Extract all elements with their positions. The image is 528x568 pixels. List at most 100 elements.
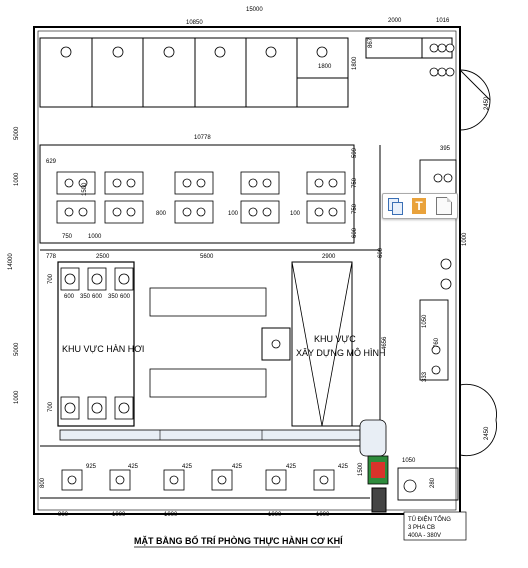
dimension-label: 600 <box>378 247 384 258</box>
machine-table <box>240 200 280 224</box>
machine-fixture <box>64 207 74 217</box>
welding-fixture <box>91 402 103 414</box>
paste-icon[interactable] <box>388 198 403 215</box>
dimension-label: 4656 <box>382 336 388 350</box>
dimension-label: 925 <box>86 464 97 470</box>
dimension-label: 2000 <box>388 18 402 24</box>
machine-fixture <box>328 207 338 217</box>
dimension-label: 5000 <box>14 342 20 356</box>
machine-table <box>240 171 280 195</box>
machine-table <box>174 171 214 195</box>
bench-fixture <box>265 46 277 58</box>
sink-fixture <box>440 278 452 290</box>
top-right-cabinet <box>365 37 423 59</box>
sink-fixture <box>440 258 452 270</box>
bench-fixture <box>214 46 226 58</box>
machine-fixture <box>443 173 453 183</box>
grinder-fixture <box>217 475 227 485</box>
cabinet-fixture <box>429 67 439 77</box>
machine-fixture <box>64 178 74 188</box>
machine-fixture <box>262 178 272 188</box>
document-icon[interactable] <box>436 197 452 215</box>
dimension-label: 1000 <box>112 512 126 518</box>
dimension-label: 600 <box>120 294 131 300</box>
grinder-fixture <box>271 475 281 485</box>
dimension-label: 629 <box>46 159 57 165</box>
outer-wall <box>33 26 461 515</box>
work-table <box>149 287 267 317</box>
machine-fixture <box>262 207 272 217</box>
machine-fixture <box>112 178 122 188</box>
bench-fixture <box>60 46 72 58</box>
cabinet-fixture <box>437 43 447 53</box>
dimension-label: 1016 <box>436 18 450 24</box>
welding-fixture <box>118 273 130 285</box>
dimension-label: 750 <box>352 177 358 188</box>
dimension-label: 425 <box>232 464 243 470</box>
bench-fixture <box>316 46 328 58</box>
cabinet-fixture <box>429 43 439 53</box>
grinder-fixture <box>67 475 77 485</box>
dimension-label: 2450 <box>484 96 490 110</box>
text-format-icon[interactable]: T <box>412 198 426 214</box>
bench-fixture <box>163 46 175 58</box>
dimension-label: 1000 <box>164 512 178 518</box>
model-area-label-2: XÂY DỰNG MÔ HÌNH <box>296 348 386 358</box>
dimension-label: 1000 <box>88 234 102 240</box>
dimension-label: 1500 <box>82 182 88 196</box>
note-line-3: 400A - 380V <box>408 533 441 539</box>
machine-table <box>174 200 214 224</box>
dimension-label: 350 <box>108 294 119 300</box>
dimension-label: 800 <box>156 211 167 217</box>
dimension-label: 760 <box>434 337 440 348</box>
dimension-label: 425 <box>286 464 297 470</box>
dimension-label: 1050 <box>402 458 416 464</box>
grinder-fixture <box>169 475 179 485</box>
dimension-label: 900 <box>58 512 69 518</box>
welding-fixture <box>118 402 130 414</box>
welding-zone <box>57 261 135 427</box>
machine-fixture <box>182 207 192 217</box>
dimension-label: 867 <box>368 37 374 48</box>
dimension-label: 425 <box>128 464 139 470</box>
grinder-fixture <box>115 475 125 485</box>
dimension-label: 750 <box>62 234 73 240</box>
dimension-label: 1000 <box>14 172 20 186</box>
dimension-label: 1500 <box>358 462 364 476</box>
welding-fixture <box>91 273 103 285</box>
model-area-label-1: KHU VỰC <box>314 334 356 344</box>
cabinet-fixture <box>445 43 455 53</box>
dimension-label: 1000 <box>14 390 20 404</box>
machine-table <box>56 171 96 195</box>
machine-fixture <box>328 178 338 188</box>
dimension-label: 100 <box>290 211 301 217</box>
machine-fixture <box>314 207 324 217</box>
dimension-label: 700 <box>48 401 54 412</box>
dimension-label: 778 <box>46 254 57 260</box>
note-line-1: TỦ ĐIỆN TỔNG <box>408 515 451 523</box>
dimension-label: 2450 <box>484 426 490 440</box>
machine-table <box>104 171 144 195</box>
machine-fixture <box>112 207 122 217</box>
dimension-label: 1800 <box>352 56 358 70</box>
dimension-label: 750 <box>352 203 358 214</box>
dimension-label: 15000 <box>246 7 263 13</box>
machine-fixture <box>78 207 88 217</box>
machine-fixture <box>78 178 88 188</box>
top-bench-block <box>39 37 349 108</box>
dimension-label: 10850 <box>186 20 203 26</box>
paste-options-toolbar[interactable]: T <box>382 193 458 219</box>
grinder-fixture <box>319 475 329 485</box>
model-zone <box>291 261 353 427</box>
dimension-label: 280 <box>430 477 436 488</box>
dimension-label: 5600 <box>200 254 214 260</box>
machine-table <box>306 200 346 224</box>
dimension-label: 1000 <box>268 512 282 518</box>
dimension-label: 395 <box>440 146 451 152</box>
cabinet-fixture <box>437 67 447 77</box>
machine-fixture <box>431 345 441 355</box>
dimension-label: 600 <box>64 294 75 300</box>
machine-fixture <box>126 207 136 217</box>
machine-fixture <box>314 178 324 188</box>
